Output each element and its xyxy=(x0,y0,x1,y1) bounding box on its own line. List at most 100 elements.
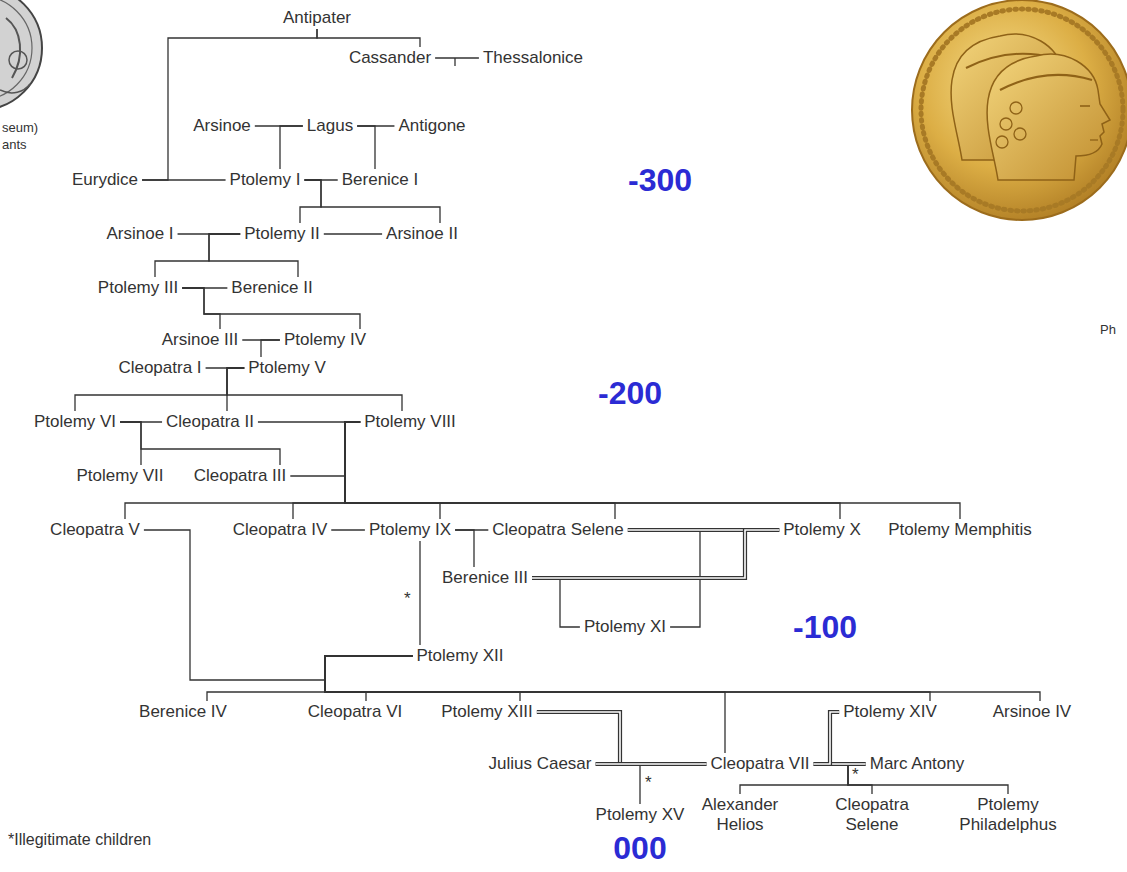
line-stroke xyxy=(848,764,872,794)
descent-line xyxy=(345,422,440,519)
descent-line xyxy=(325,656,413,701)
line-stroke xyxy=(435,57,479,58)
descent-line xyxy=(420,541,421,645)
line-stroke xyxy=(345,422,840,519)
line-stroke xyxy=(419,541,420,645)
name-text: Alexander Helios xyxy=(702,795,779,835)
name-text: Antipater xyxy=(283,8,351,28)
person-name: Ptolemy Memphitis xyxy=(884,519,1036,541)
marriage-line xyxy=(331,530,365,531)
double-line-core xyxy=(814,712,840,764)
name-text: Ptolemy XIV xyxy=(843,702,937,722)
descent-line xyxy=(227,368,244,411)
year-marker: -200 xyxy=(598,375,662,411)
name-text: Ptolemy V xyxy=(248,358,325,378)
person-name: Alexander Helios xyxy=(698,794,783,836)
person-name: Thessalonice xyxy=(479,47,587,69)
coin-rim xyxy=(0,0,32,100)
marriage-tick xyxy=(454,58,455,66)
coin-disc xyxy=(912,0,1127,220)
person-name: Berenice I xyxy=(338,169,423,191)
descent-line xyxy=(142,29,317,180)
person-name: Cleopatra II xyxy=(162,411,258,433)
name-text: Cleopatra VI xyxy=(308,702,403,722)
coin-relief xyxy=(0,84,30,93)
person-name: Berenice II xyxy=(227,277,316,299)
name-text: Cleopatra Selene xyxy=(492,520,623,540)
name-text: Cleopatra IV xyxy=(233,520,328,540)
line-stroke xyxy=(331,529,365,530)
descent-line xyxy=(280,126,303,169)
person-name: Ptolemy VI xyxy=(30,411,120,433)
descent-line xyxy=(207,656,413,701)
name-text: Ptolemy X xyxy=(783,520,860,540)
year-marker: -100 xyxy=(793,609,857,645)
name-text: Cleopatra VII xyxy=(710,754,809,774)
name-text: Arsinoe I xyxy=(106,224,173,244)
coin-relief xyxy=(9,51,27,69)
person-name: Eurydice xyxy=(68,169,142,191)
illegitimacy-mark: * xyxy=(852,766,859,783)
person-name: Ptolemy VII xyxy=(73,465,168,487)
person-name: Ptolemy IV xyxy=(280,329,370,351)
gold-coin xyxy=(912,0,1127,220)
line-stroke xyxy=(324,233,382,234)
cropped-caption: Ph xyxy=(1100,322,1116,338)
marriage-line xyxy=(814,712,840,764)
line-stroke xyxy=(144,530,413,680)
name-text: Arsinoe III xyxy=(162,330,239,350)
line-stroke xyxy=(345,422,440,519)
person-name: Arsinoe III xyxy=(158,329,243,351)
line-stroke xyxy=(317,29,420,47)
person-name: Ptolemy II xyxy=(240,223,324,245)
person-name: Berenice III xyxy=(438,567,532,589)
name-text: Marc Antony xyxy=(870,754,965,774)
descent-line xyxy=(317,29,420,47)
name-text: Ptolemy IX xyxy=(369,520,451,540)
name-text: Ptolemy VII xyxy=(77,466,164,486)
line-stroke xyxy=(345,422,960,519)
name-text: Ptolemy IV xyxy=(284,330,366,350)
name-text: Ptolemy III xyxy=(98,278,178,298)
line-stroke xyxy=(142,179,226,180)
name-text: Ptolemy I xyxy=(230,170,301,190)
marriage-line xyxy=(596,764,707,765)
cropped-caption: ants xyxy=(2,137,27,153)
descent-line xyxy=(325,656,930,701)
descent-line xyxy=(455,530,474,567)
name-text: Arsinoe II xyxy=(386,224,458,244)
name-text: Arsinoe xyxy=(193,116,251,136)
descent-line xyxy=(357,126,375,169)
line-stroke xyxy=(207,656,413,701)
marriage-line xyxy=(324,234,382,235)
front-portrait xyxy=(987,54,1110,180)
descent-line xyxy=(848,764,872,794)
line-stroke xyxy=(814,712,840,764)
coin-edge xyxy=(0,0,42,110)
person-name: Cleopatra Selene xyxy=(488,519,627,541)
person-name: Ptolemy V xyxy=(244,357,329,379)
line-stroke xyxy=(325,656,413,701)
line-stroke xyxy=(280,126,303,169)
person-name: Cleopatra I xyxy=(114,357,205,379)
person-name: Ptolemy X xyxy=(779,519,864,541)
name-text: Berenice II xyxy=(231,278,312,298)
person-name: Cleopatra VI xyxy=(304,701,407,723)
name-text: Berenice I xyxy=(342,170,419,190)
person-name: Arsinoe I xyxy=(102,223,177,245)
person-name: Arsinoe xyxy=(189,115,255,137)
name-text: Arsinoe IV xyxy=(993,702,1071,722)
coin-beads xyxy=(921,9,1123,211)
line-stroke xyxy=(290,422,360,476)
person-name: Ptolemy XV xyxy=(592,804,689,826)
person-name: Cassander xyxy=(345,47,435,69)
name-text: Cleopatra II xyxy=(166,412,254,432)
descent-line xyxy=(300,180,321,223)
person-name: Berenice IV xyxy=(135,701,231,723)
name-text: Ptolemy XI xyxy=(584,617,666,637)
line-stroke xyxy=(596,764,641,804)
line-stroke xyxy=(325,656,930,701)
